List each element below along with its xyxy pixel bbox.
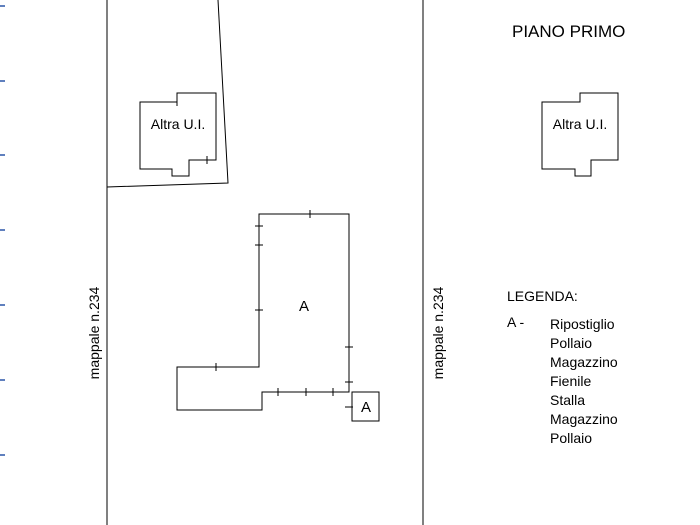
parcel-label-right: mappale n.234 <box>430 286 446 380</box>
legend-item: Stalla <box>550 392 586 408</box>
legend-list: Ripostiglio Pollaio Magazzino Fienile St… <box>550 315 618 448</box>
legend-prefix: A - <box>507 314 525 330</box>
unit-a-annex-label: A <box>361 399 372 416</box>
unit-a-wall-ticks <box>215 210 353 408</box>
other-unit-right-outline <box>541 92 619 177</box>
legend-title: LEGENDA: <box>507 288 578 304</box>
legend-item: Magazzino <box>550 411 618 427</box>
parcel-label-left: mappale n.234 <box>86 286 102 380</box>
neighbor-parcel-boundary <box>106 0 229 188</box>
unit-a-outline <box>176 213 350 411</box>
left-margin-ticks <box>0 5 5 456</box>
unit-a-label: A <box>299 298 310 315</box>
legend-item: Fienile <box>550 373 592 389</box>
legend-item: Ripostiglio <box>550 316 615 332</box>
legend-item: Pollaio <box>550 335 593 351</box>
page-title: PIANO PRIMO <box>512 22 626 41</box>
legend-item: Pollaio <box>550 430 593 446</box>
other-unit-left-outline <box>139 92 217 177</box>
legend-item: Magazzino <box>550 354 618 370</box>
other-unit-left-label: Altra U.I. <box>150 116 206 132</box>
other-unit-right-label: Altra U.I. <box>552 116 608 132</box>
unit-a-annex-outline <box>351 391 380 422</box>
